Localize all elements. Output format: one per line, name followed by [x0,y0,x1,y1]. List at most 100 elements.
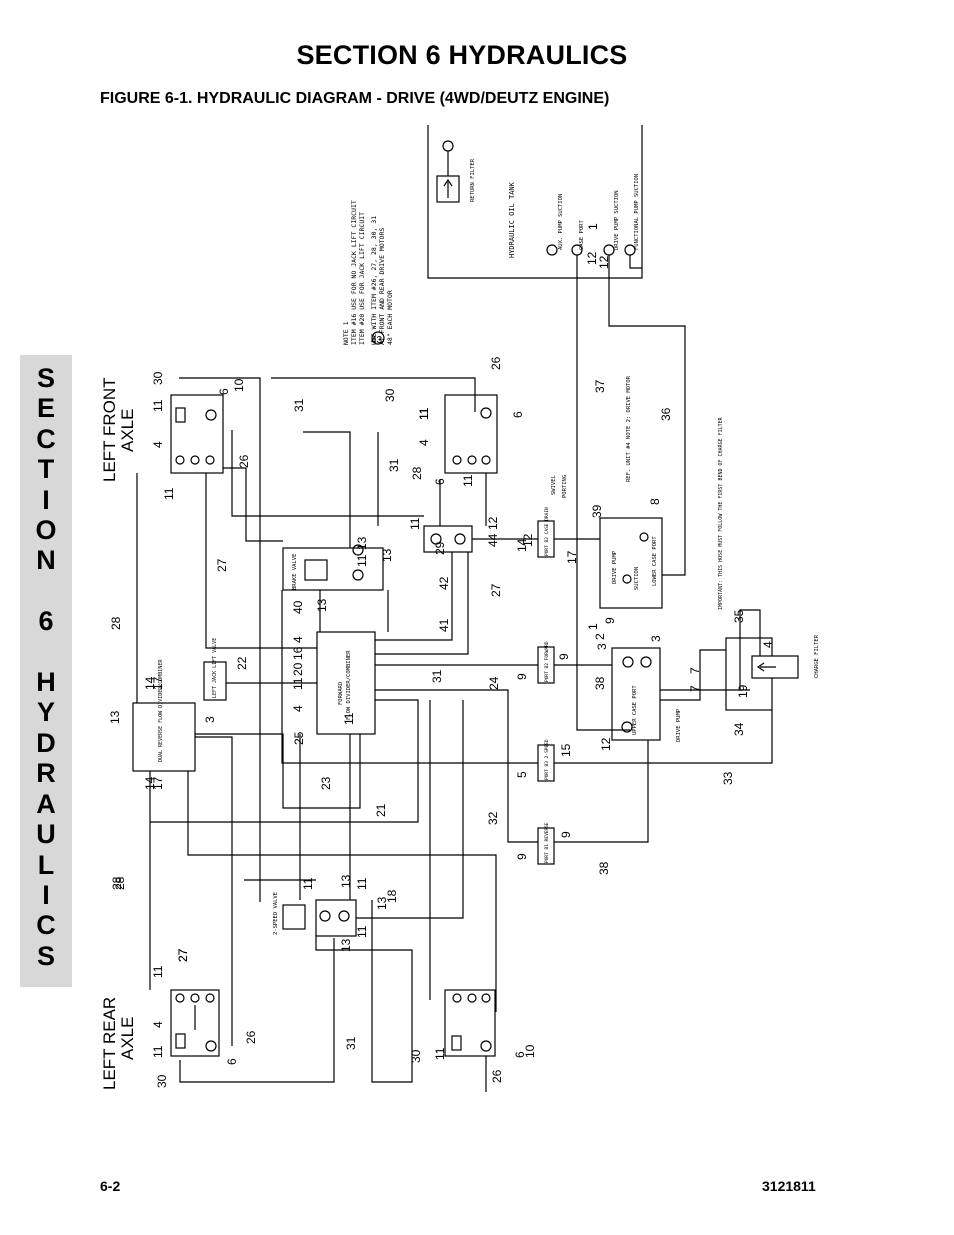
section-side-tab: S E C T I O N 6 H Y D R A U L I C S [20,355,72,987]
item-number: 28 [109,616,123,630]
upper-case-port-label: UPPER CASE PORT [632,685,638,735]
item-number: 15 [559,743,573,757]
item-number: 28 [110,876,124,890]
document-number: 3121811 [762,1178,816,1194]
drive-pump-lower-case-port [639,532,649,542]
item-number: 13 [355,536,369,550]
item-number: 20 [291,662,305,676]
item-number: 1 [586,223,600,230]
item-number: 5 [515,771,529,778]
tank-breather-port [442,140,454,152]
item-number: 13 [375,896,389,910]
item-number: 6 [217,388,231,395]
item-number: 17 [151,776,165,790]
item-number: 6 [433,478,447,485]
item-number: 9 [515,853,529,860]
port-b2-case-drain-label: PORT B2 CASE DRAIN [544,507,550,556]
item-number: 4 [151,1021,165,1028]
item-number: 30 [151,371,165,385]
item-number: 13 [339,874,353,888]
item-number: 11 [417,407,431,420]
item-number: 28 [113,876,127,890]
item-number: 11 [433,1047,447,1060]
hydraulic-hose-lines [136,255,773,1092]
suction-label: SUCTION [634,567,640,590]
item-number: 37 [593,379,607,393]
item-number: 17 [151,676,165,690]
left-front-axle-label-line1: LEFT FRONT [100,377,119,482]
item-number: 4 [761,641,775,648]
item-number: 9 [603,617,617,624]
item-number: 31 [292,398,306,412]
item-number: 1 [586,623,600,630]
lower-case-port-label: LOWER CASE PORT [652,536,658,586]
front-motor-left-case-port [205,409,217,421]
item-number: 27 [215,558,229,572]
item-number: 38 [593,676,607,690]
section-title: SECTION 6 HYDRAULICS [296,40,628,70]
item-number: 13 [339,938,353,952]
tank-port-label-case: CASE PORT [579,220,585,250]
item-number: 2 [593,633,607,640]
item-number: 7 [688,667,702,674]
item-number: 13 [108,710,122,724]
return-filter-label: RETURN FILTER [470,158,476,202]
item-number: 24 [487,676,501,690]
item-number: 32 [486,811,500,825]
side-tab-text: S E C T I O N 6 H Y D R A U L I C S [35,363,57,971]
jack-lift-valve [203,661,227,701]
item-number: 42 [437,576,451,590]
item-number: 12 [597,255,611,269]
tank-port-label-drive: DRIVE PUMP SUCTION [614,190,620,250]
item-number: 34 [732,722,746,736]
note-callout-circle [371,331,385,345]
item-number: 13 [315,598,329,612]
front-motor-right-case-port [480,407,492,419]
item-number: 6 [225,1058,239,1065]
aux-pump-suction-port [546,244,558,256]
item-number: 11 [162,487,176,500]
item-number: 11 [291,677,305,690]
item-number: 41 [437,618,451,632]
item-number: 13 [380,548,394,562]
item-number: 4 [291,636,305,643]
front-motor-left [170,394,224,474]
item-number: 38 [597,861,611,875]
item-number: 19 [736,684,750,698]
two-speed-valve-box [315,899,357,937]
item-number: 11 [417,407,431,420]
two-speed-valve-label: 2-SPEED VALVE [273,892,279,935]
left-front-axle-label-line2: AXLE [118,409,137,452]
item-number: 26 [490,1069,504,1083]
item-number: 36 [659,407,673,421]
left-rear-axle-label-line1: LEFT REAR [100,997,119,1090]
tank-port-label-functional: FUNCTIONAL PUMP SUCTION [634,174,640,250]
front-motor-left-sensor [175,407,186,423]
front-motor-left-port-b [190,455,200,465]
two-speed-valve-solenoid [282,904,306,930]
item-number: 14 [515,538,529,552]
flow-divider-label: FLOW DIVIDER/COMBINER [346,650,352,720]
jack-lift-valve-label: LEFT JACK LIFT VALVE [212,638,218,698]
drive-pump-note-label: DRIVE PUMP [676,708,682,742]
item-number: 10 [523,1044,537,1058]
item-number: 6 [513,1051,527,1058]
item-number: 4 [417,439,431,446]
item-number: 21 [374,803,388,817]
front-motor-right-port-a [452,455,462,465]
return-filter-arrow [443,178,453,198]
item-number: 27 [176,948,190,962]
item-number: 30 [155,1074,169,1088]
drive-pump-port-a [622,656,634,668]
item-number: 3 [595,643,609,650]
item-number: 3 [203,716,217,723]
drive-motor-note: REF. UNIT #4 NOTE 2: DRIVE MOTOR [626,375,632,482]
drive-pump-suction-port [603,244,615,256]
front-motor-right-port-c [481,455,491,465]
brake-valve-label: BRAKE VALVE [292,554,298,590]
front-motor-left-port-c [205,455,215,465]
item-number: 14 [143,676,157,690]
item-number: 18 [385,889,399,903]
svg-text:AT FRONT AND REAR DRIVE MOTORS: AT FRONT AND REAR DRIVE MOTORS [378,228,386,345]
